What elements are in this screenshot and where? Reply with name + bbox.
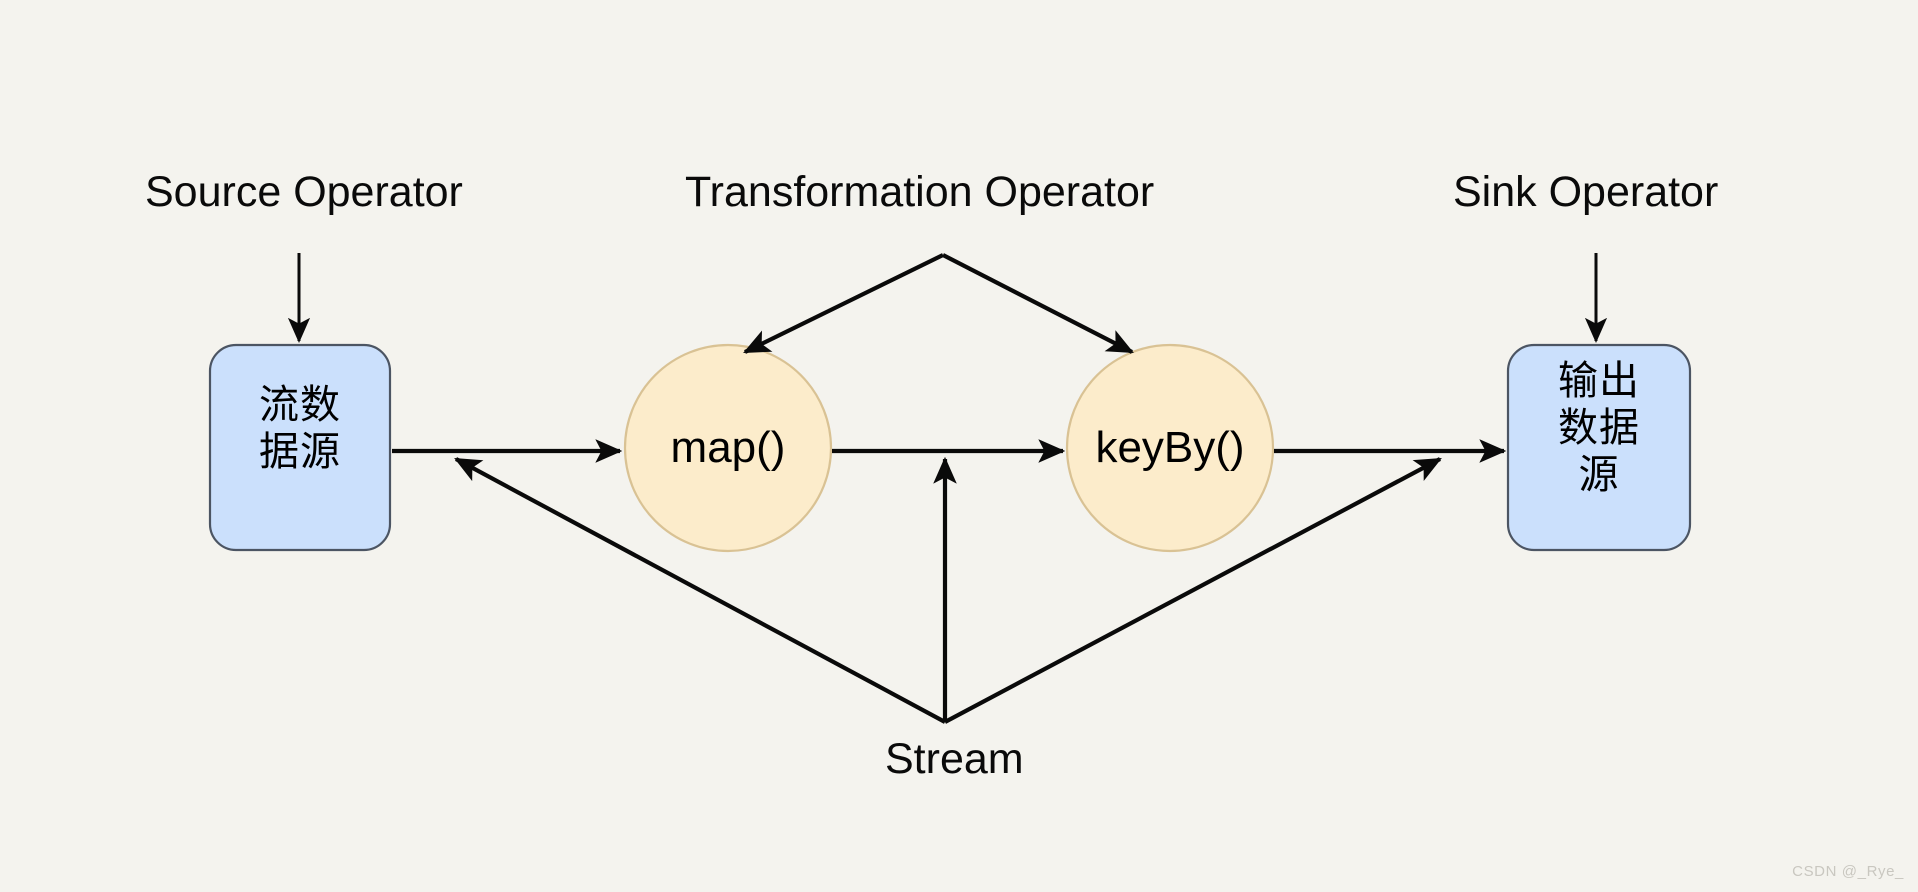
sink-operator-label: Sink Operator [1453,168,1719,216]
sink-node-shape[interactable] [1506,343,1692,552]
source-node-shape[interactable] [208,343,392,552]
stream-label: Stream [885,735,1024,783]
map-node-shape[interactable] [623,343,833,553]
transformation-operator-label: Transformation Operator [685,168,1155,216]
stream-pointer-left-arrow [454,457,946,724]
watermark: CSDN @_Rye_ [1792,863,1904,880]
transformation-pointer-left-arrow [743,253,944,354]
keyby-node-shape[interactable] [1065,343,1275,553]
source-operator-label: Source Operator [145,168,463,216]
transformation-pointer-right-arrow [942,253,1134,354]
stream-pointer-right-arrow [944,457,1442,724]
